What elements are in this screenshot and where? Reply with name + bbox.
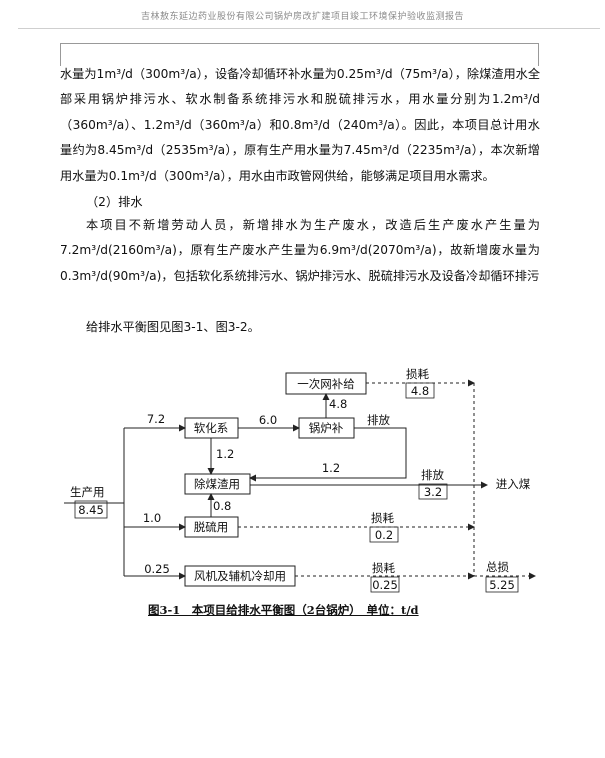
label-loss-1: 损耗 [406,367,429,381]
label-loss-3: 损耗 [372,561,395,575]
value-loss-1: 4.8 [411,384,429,398]
value-to-softener: 7.2 [147,412,165,426]
svg-text:风机及辅机冷却用: 风机及辅机冷却用 [194,569,286,583]
section-heading-drainage: （2）排水 [86,195,143,209]
svg-text:一次网补给: 一次网补给 [297,377,355,391]
figure-caption: 图3-1 本项目给排水平衡图（2台锅炉） 单位：t/d [148,603,419,617]
value-boiler-to-slag: 1.2 [322,461,340,475]
paragraph-drainage: 本项目不新增劳动人员，新增排水为生产废水，改造后生产废水产生量为7.2m³/d(… [60,218,540,283]
svg-text:除煤渣用: 除煤渣用 [194,477,240,491]
value-discharge-2: 3.2 [424,485,442,499]
node-primary-supply: 一次网补给 [285,372,367,395]
paragraph-figure-reference: 给排水平衡图见图3-1、图3-2。 [86,320,260,334]
label-discharge-2: 排放 [421,468,444,482]
value-desulf-to-slag: 0.8 [213,499,231,513]
value-loss-2: 0.2 [375,528,393,542]
node-production: 生产用 [64,483,119,500]
node-boiler: 锅炉补 [298,417,355,439]
node-into-coal: 进入煤 [487,474,539,494]
report-header-title: 吉林敖东延边药业股份有限公司锅炉房改扩建项目竣工环境保护验收监测报告 [140,12,464,22]
value-supply-to-boiler: 4.8 [329,397,347,411]
value-softener-to-slag: 1.2 [216,447,234,461]
value-production: 8.45 [78,503,104,517]
svg-text:进入煤: 进入煤 [496,477,531,491]
node-slag-removal: 除煤渣用 [184,473,251,495]
paragraph-water-usage: 水量为1m³/d（300m³/a），设备冷却循环补水量为0.25m³/d（75m… [60,67,541,183]
label-total-loss: 总损 [486,560,509,574]
svg-text:软化系: 软化系 [194,421,229,435]
node-softener: 软化系 [184,417,239,439]
value-total-loss: 5.25 [489,578,515,592]
node-desulfurization: 脱硫用 [184,516,239,538]
value-to-desulf: 1.0 [143,511,161,525]
node-fan-cooling: 风机及辅机冷却用 [184,565,296,587]
svg-text:脱硫用: 脱硫用 [194,520,229,534]
flow-boiler-discharge [249,427,407,482]
value-loss-3: 0.25 [372,578,398,592]
header-divider [18,28,600,29]
value-softener-to-boiler: 6.0 [259,413,277,427]
page-frame [60,43,539,66]
svg-text:锅炉补: 锅炉补 [309,421,344,435]
label-discharge-1: 排放 [367,413,390,427]
label-loss-2: 损耗 [371,511,394,525]
svg-text:生产用: 生产用 [70,485,105,499]
value-to-fan: 0.25 [144,562,170,576]
